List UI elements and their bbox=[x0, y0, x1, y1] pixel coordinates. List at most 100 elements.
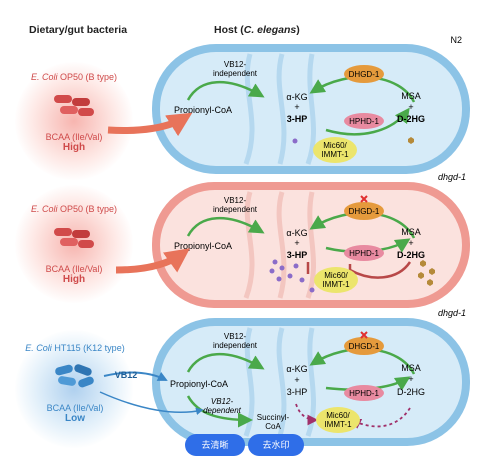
panel-tag-3: dhgd-1 bbox=[438, 308, 466, 318]
d2hg-label-1: D-2HG bbox=[397, 114, 425, 124]
strain-2: OP50 (B type) bbox=[60, 204, 118, 214]
propionyl-label-3: Propionyl-CoA bbox=[170, 379, 228, 389]
mic60-complex-1 bbox=[313, 137, 357, 163]
arrow-hp-d2hg-1 bbox=[325, 107, 410, 136]
crista-2c bbox=[305, 191, 316, 299]
strain-3: HT115 (K12 type) bbox=[54, 343, 125, 353]
dhgd1-label-1: DHGD-1 bbox=[349, 70, 380, 79]
strain-line-3: E. Coli HT115 (K12 type) bbox=[16, 343, 134, 353]
vb12-label-1: VB12- bbox=[224, 60, 247, 69]
left-column-header: Dietary/gut bacteria bbox=[29, 24, 128, 36]
dhgd1-label-2: DHGD-1 bbox=[349, 207, 380, 216]
panel-dhgd1-b: VB12- independent Propionyl-CoA VB12- de… bbox=[152, 308, 470, 446]
independent-label-1: independent bbox=[213, 69, 258, 78]
panel-dhgd1-a: VB12- independent Propionyl-CoA α-KG + 3… bbox=[152, 172, 470, 308]
vb12-arrow-3 bbox=[103, 371, 168, 381]
msa-label-1: MSA bbox=[401, 91, 421, 101]
level-1: High bbox=[62, 142, 86, 153]
msa-label-2: MSA bbox=[401, 227, 421, 237]
propionyl-label-2: Propionyl-CoA bbox=[174, 241, 232, 251]
strain-1: OP50 (B type) bbox=[60, 72, 118, 82]
genus-1: E. Coli bbox=[30, 72, 58, 82]
akg-label-3: α-KG bbox=[286, 364, 307, 374]
right-column-header: Host (C. elegans) bbox=[214, 24, 300, 36]
succinyl-label-3a: Succinyl- bbox=[257, 413, 290, 422]
plus-label-3b: + bbox=[408, 374, 413, 384]
immt1-label-2: IMMT-1 bbox=[322, 280, 350, 289]
strain-line-2: E. Coli OP50 (B type) bbox=[18, 204, 130, 214]
bacteria-arrow-2 bbox=[115, 248, 190, 274]
d2hg-molecules-2 bbox=[418, 260, 435, 286]
enhance-button[interactable]: 去清晰 bbox=[185, 434, 245, 456]
3hp-label-3: 3-HP bbox=[287, 387, 308, 397]
inhibition-x-icon bbox=[360, 331, 368, 339]
genus-3: E. Coli bbox=[25, 343, 52, 353]
genus-2: E. Coli bbox=[30, 204, 58, 214]
panel-n2: VB12- independent Propionyl-CoA α-KG + 3… bbox=[152, 35, 470, 174]
succinyl-label-3b: CoA bbox=[265, 422, 281, 431]
inhibition-x-icon bbox=[360, 195, 368, 203]
inhibition-arrow-2 bbox=[349, 261, 412, 279]
arrow-prop-succ-3 bbox=[186, 395, 253, 428]
akg-label-2: α-KG bbox=[286, 228, 307, 238]
bacteria-info-1: E. Coli OP50 (B type) BCAA (Ile/Val) Hig… bbox=[18, 72, 130, 153]
immt1-label-3: IMMT-1 bbox=[324, 420, 352, 429]
level-3: Low bbox=[65, 413, 85, 424]
plus-label-2a: + bbox=[294, 238, 299, 248]
msa-label-3: MSA bbox=[401, 363, 421, 373]
bacteria-info-2: E. Coli OP50 (B type) BCAA (Ile/Val) Hig… bbox=[18, 204, 130, 285]
panel-tag-2: dhgd-1 bbox=[438, 172, 466, 182]
akg-label-1: α-KG bbox=[286, 92, 307, 102]
mic60-complex-3 bbox=[316, 407, 360, 433]
arrow-prop-akg-3 bbox=[186, 353, 265, 373]
crista-1c bbox=[305, 53, 316, 165]
vb12-arrow-3b bbox=[99, 391, 204, 416]
mic60-label-3: Mic60/ bbox=[326, 411, 350, 420]
strain-line-1: E. Coli OP50 (B type) bbox=[18, 72, 130, 82]
d2hg-label-2: D-2HG bbox=[397, 250, 425, 260]
plus-label-2b: + bbox=[408, 238, 413, 248]
bacteria-info-3: E. Coli HT115 (K12 type) BCAA (Ile/Val) … bbox=[16, 343, 134, 424]
bacteria-arrow-1 bbox=[107, 112, 193, 137]
vb12-input-label: VB12 bbox=[115, 370, 138, 380]
d2hg-label-3: D-2HG bbox=[397, 387, 425, 397]
bcaa-3: BCAA (Ile/Val) bbox=[46, 403, 104, 413]
dhgd1-enzyme-1 bbox=[344, 65, 384, 83]
mic60-complex-2 bbox=[314, 267, 358, 293]
3hp-molecules-2 bbox=[269, 259, 315, 293]
3hp-label-2: 3-HP bbox=[287, 250, 308, 260]
independent-label-3: independent bbox=[213, 341, 258, 350]
propionyl-label-1: Propionyl-CoA bbox=[174, 105, 232, 115]
dhgd1-enzyme-3 bbox=[344, 337, 384, 355]
mic60-label-1: Mic60/ bbox=[323, 141, 347, 150]
crista-1b bbox=[276, 53, 287, 165]
plus-label-3a: + bbox=[294, 375, 299, 385]
host-suffix: ) bbox=[296, 24, 300, 36]
arrow-prop-akg-2 bbox=[186, 217, 265, 237]
hphd1-label-1: HPHD-1 bbox=[349, 117, 379, 126]
dhgd1-enzyme-2 bbox=[344, 202, 384, 220]
red-bacteria-icon bbox=[54, 95, 94, 116]
bacteria-glow-3 bbox=[15, 330, 133, 448]
hphd1-enzyme-1 bbox=[344, 113, 384, 129]
plus-label-1a: + bbox=[294, 102, 299, 112]
bcaa-1: BCAA (Ile/Val) bbox=[45, 132, 103, 142]
3hp-label-1: 3-HP bbox=[287, 114, 308, 124]
crista-2a bbox=[243, 191, 255, 299]
remove-watermark-button[interactable]: 去水印 bbox=[248, 434, 304, 456]
red-bacteria-icon bbox=[54, 228, 94, 248]
hphd1-label-3: HPHD-1 bbox=[349, 389, 379, 398]
bcaa-2: BCAA (Ile/Val) bbox=[45, 264, 103, 274]
mic60-label-2: Mic60/ bbox=[324, 271, 348, 280]
dashed-arrow-3b bbox=[295, 403, 319, 426]
independent-label-2: independent bbox=[213, 205, 258, 214]
vb12dep-label-3b: dependent bbox=[203, 406, 242, 415]
dhgd1-label-3: DHGD-1 bbox=[349, 342, 380, 351]
crista-2b bbox=[276, 191, 287, 299]
immt1-label-1: IMMT-1 bbox=[321, 150, 349, 159]
hphd1-label-2: HPHD-1 bbox=[349, 249, 379, 258]
hphd1-enzyme-2 bbox=[344, 245, 384, 261]
crista-3b bbox=[276, 327, 287, 437]
host-species: C. elegans bbox=[243, 24, 297, 36]
